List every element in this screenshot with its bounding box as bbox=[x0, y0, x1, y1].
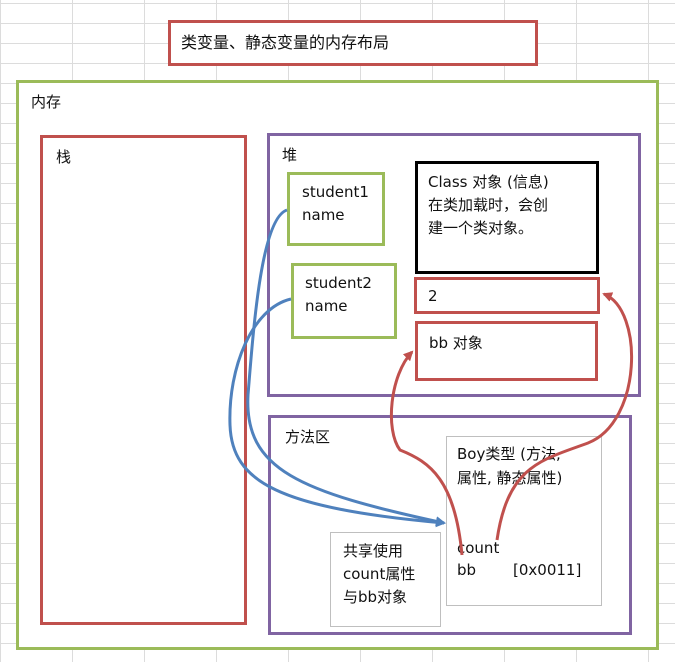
method-area-label: 方法区 bbox=[285, 428, 331, 446]
static-value-box: 2 bbox=[414, 277, 600, 314]
memory-label: 内存 bbox=[31, 93, 62, 111]
title-box: 类变量、静态变量的内存布局 bbox=[168, 20, 538, 66]
shared-note-box: 共享使用 count属性 与bb对象 bbox=[330, 532, 441, 627]
stack-label: 栈 bbox=[56, 148, 72, 166]
class-object-line1: Class 对象 (信息) bbox=[428, 173, 549, 191]
bb-object-box: bb 对象 bbox=[415, 321, 598, 381]
heap-label: 堆 bbox=[282, 146, 298, 164]
student2-object: student2 name bbox=[291, 263, 397, 339]
diagram-title: 类变量、静态变量的内存布局 bbox=[181, 33, 390, 52]
student1-label: student1 bbox=[302, 183, 369, 201]
shared-note-line1: 共享使用 bbox=[343, 542, 404, 560]
class-object: Class 对象 (信息) 在类加载时，会创 建一个类对象。 bbox=[415, 161, 599, 274]
count-field: count bbox=[457, 539, 500, 557]
class-object-line3: 建一个类对象。 bbox=[428, 219, 534, 237]
student1-object: student1 name bbox=[287, 172, 385, 246]
boy-type-line1: Boy类型 (方法, bbox=[457, 445, 561, 463]
static-value: 2 bbox=[428, 287, 438, 305]
bb-address: [0x0011] bbox=[513, 561, 582, 579]
class-object-line2: 在类加载时，会创 bbox=[428, 196, 549, 214]
boy-type-box: Boy类型 (方法, 属性, 静态属性) count bb [0x0011] bbox=[446, 436, 602, 606]
student2-label: student2 bbox=[305, 274, 372, 292]
bb-object-label: bb 对象 bbox=[429, 334, 483, 352]
bb-field: bb bbox=[457, 561, 477, 579]
stack-region: 栈 bbox=[40, 135, 247, 625]
student2-name-field: name bbox=[305, 297, 348, 315]
student1-name-field: name bbox=[302, 206, 345, 224]
shared-note-line3: 与bb对象 bbox=[343, 588, 408, 606]
shared-note-line2: count属性 bbox=[343, 565, 416, 583]
boy-type-line2: 属性, 静态属性) bbox=[457, 469, 563, 487]
